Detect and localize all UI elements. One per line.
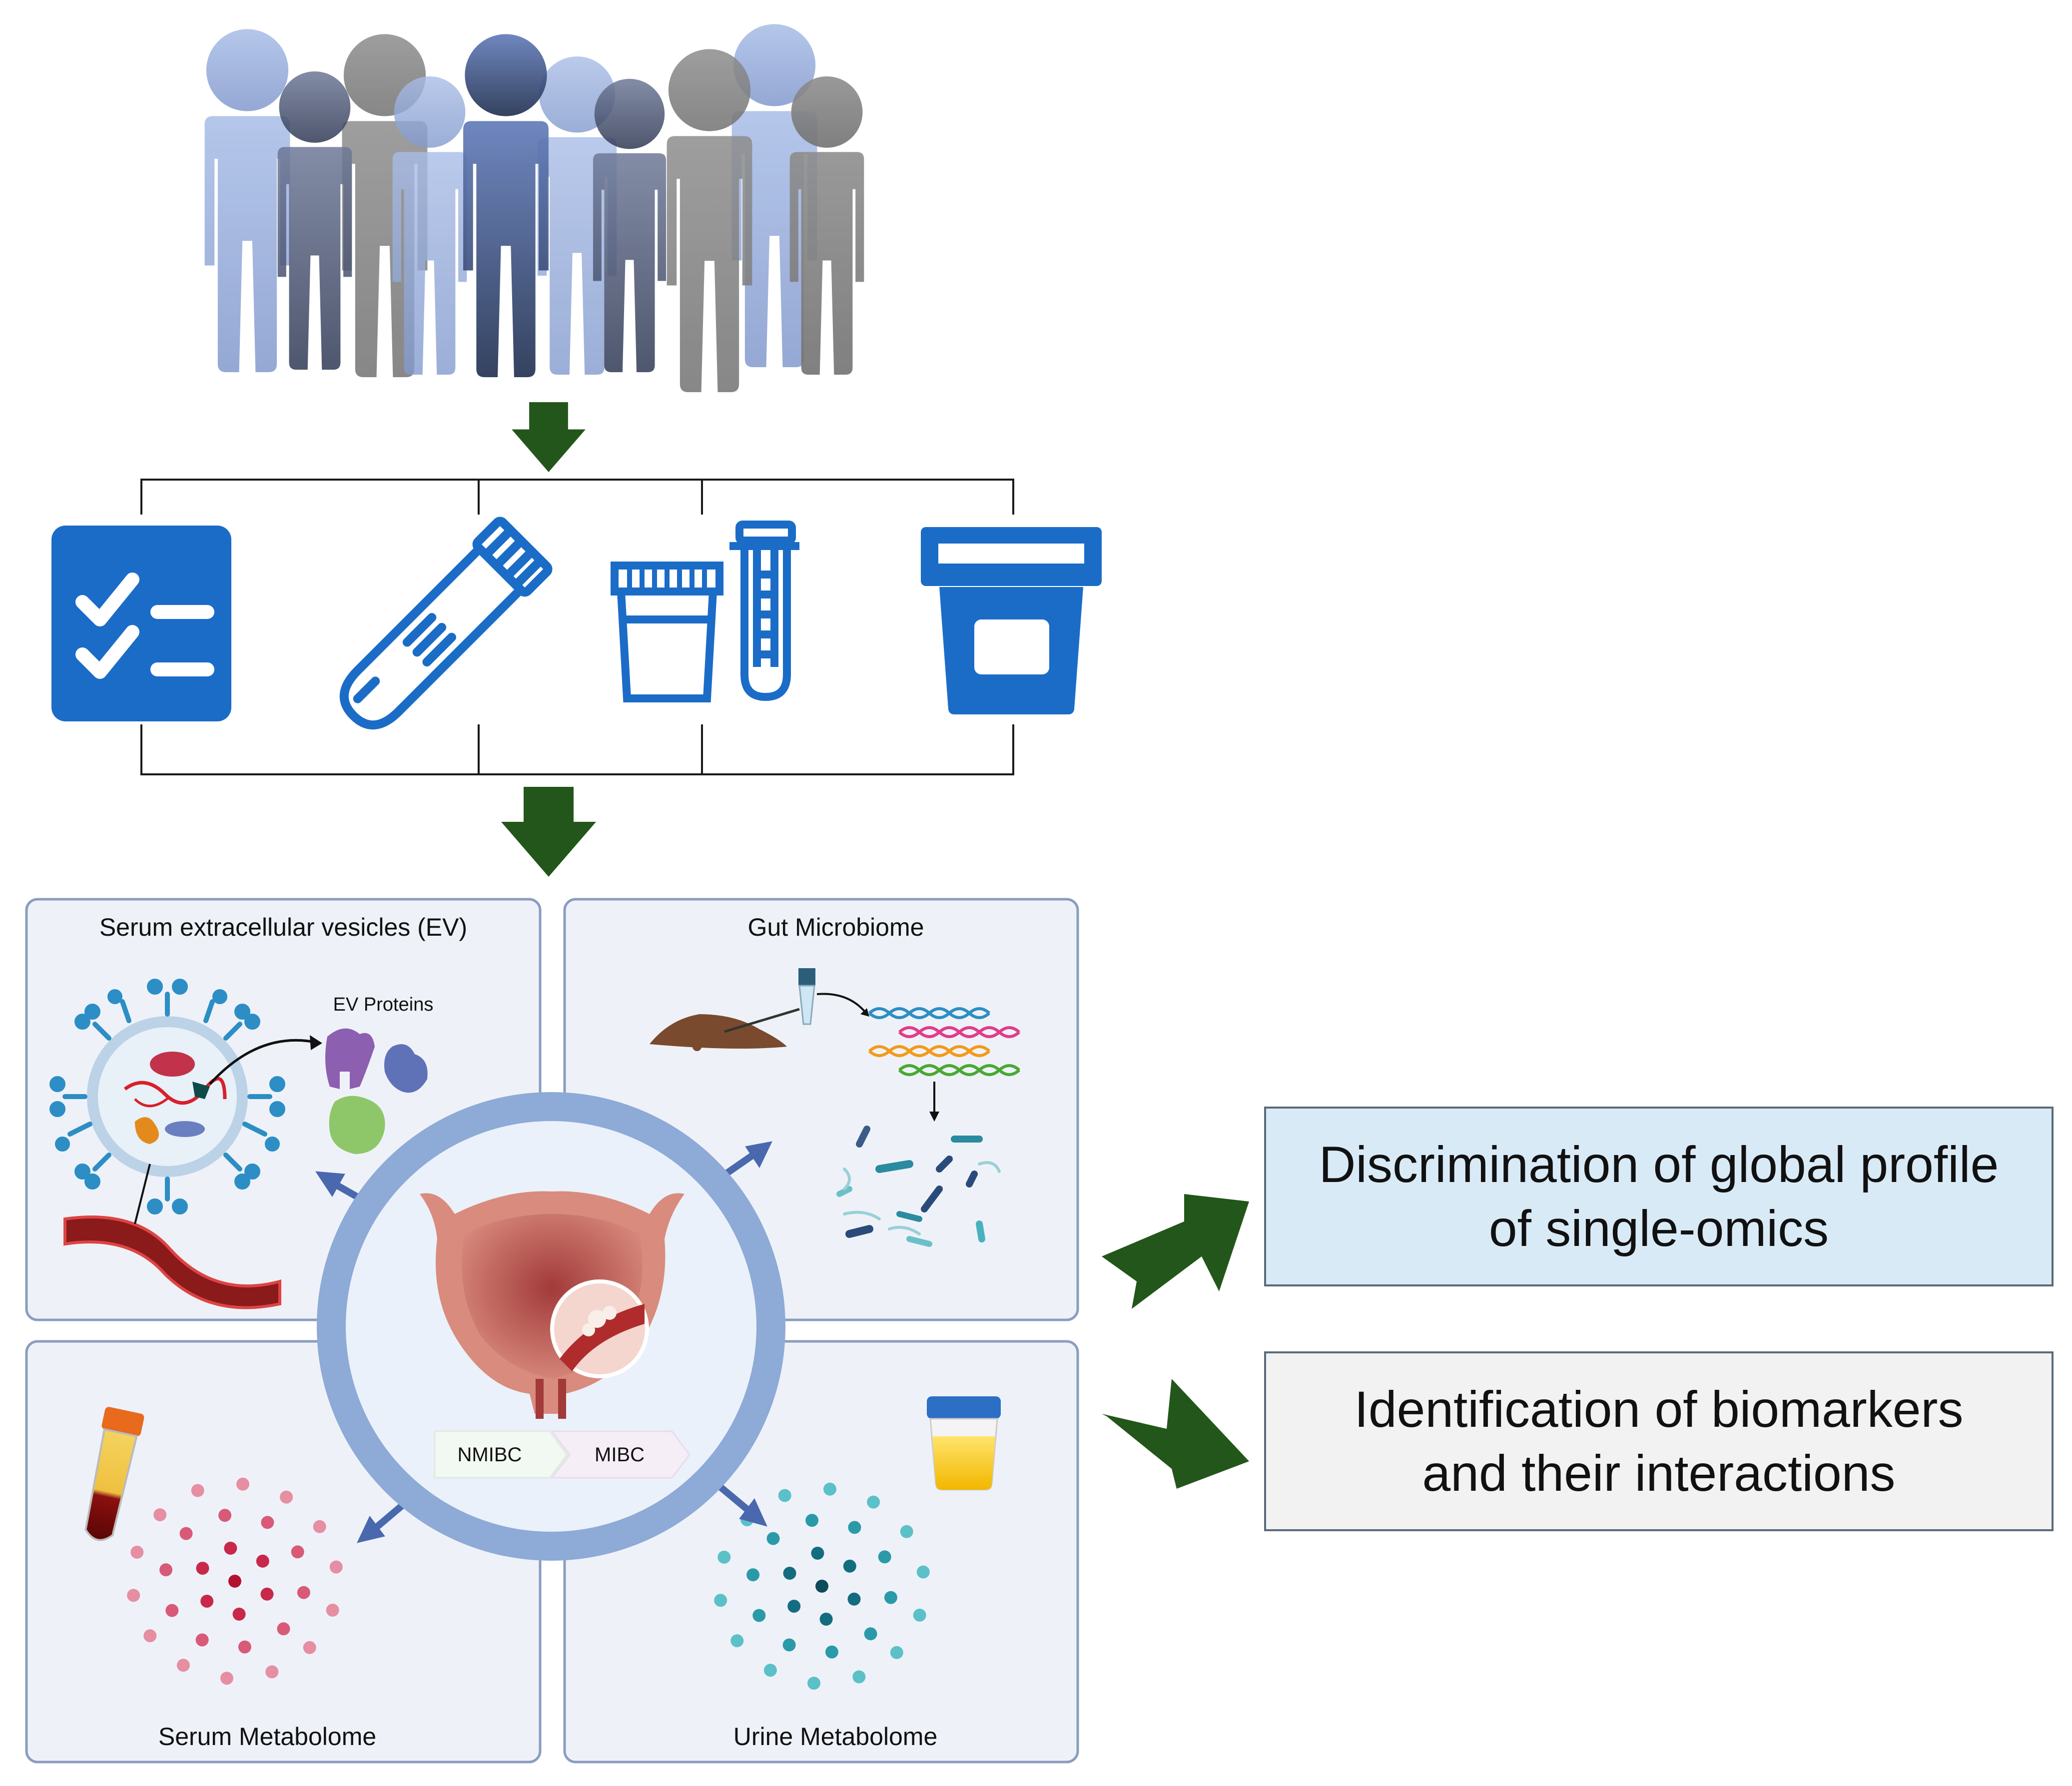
blood-tube-icon — [339, 517, 553, 730]
metabolite-dot — [236, 1477, 249, 1491]
extracellular-vesicle-icon — [49, 979, 322, 1214]
metabolite-dot — [261, 1516, 274, 1529]
metabolite-dot — [326, 1604, 339, 1617]
checklist-icon — [51, 526, 231, 721]
metabolite-dot — [763, 1664, 777, 1677]
stool-sample-icon — [650, 1008, 800, 1051]
metabolite-dot — [717, 1551, 731, 1564]
down-arrow-icon — [512, 402, 586, 472]
metabolite-dot — [218, 1509, 232, 1522]
metabolite-dot — [783, 1567, 796, 1580]
panel-title-serum-ev: Serum extracellular vesicles (EV) — [99, 913, 467, 941]
ev-proteins-label: EV Proteins — [333, 994, 434, 1015]
dna-strands-icon — [868, 1007, 1021, 1076]
result2-line1: Identification of biomarkers — [1354, 1381, 1964, 1438]
metabolite-dot — [805, 1514, 819, 1527]
stage-label-mibc: MIBC — [595, 1444, 645, 1466]
metabolite-dot — [807, 1677, 820, 1690]
metabolite-dot — [280, 1490, 293, 1504]
metabolite-dot — [746, 1568, 760, 1582]
metabolite-dot — [256, 1554, 269, 1568]
metabolite-dot — [303, 1641, 316, 1654]
metabolite-dot — [165, 1604, 179, 1617]
result-arrows — [1102, 1194, 1249, 1489]
metabolite-dot — [277, 1622, 290, 1636]
metabolite-dot — [195, 1633, 209, 1647]
metabolite-dot — [823, 1482, 836, 1496]
metabolite-dot — [782, 1638, 796, 1652]
metabolite-dot — [232, 1608, 246, 1621]
urine-cup-icon — [927, 1396, 1001, 1491]
branch-lines — [140, 479, 1014, 775]
panel-title-gut: Gut Microbiome — [748, 913, 924, 941]
metabolite-dot — [878, 1550, 891, 1564]
metabolite-dot — [843, 1559, 856, 1573]
urine-cup-and-rack-icon — [611, 521, 799, 702]
metabolite-dot — [313, 1520, 326, 1533]
metabolite-dot — [913, 1609, 926, 1622]
result-box-discrimination: Discrimination of global profile of sing… — [1264, 1107, 2054, 1286]
metabolite-dot — [191, 1484, 204, 1497]
metabolite-dot — [297, 1586, 310, 1599]
metabolite-dot — [787, 1600, 801, 1613]
bladder-icon — [420, 1191, 685, 1419]
down-arrow-icon — [501, 787, 596, 877]
metabolite-dot — [291, 1545, 304, 1559]
serum-metabolite-dots — [127, 1477, 343, 1685]
people-group-icon — [204, 24, 864, 392]
metabolite-dot — [890, 1646, 903, 1659]
metabolite-dot — [220, 1672, 233, 1685]
result-arrow-2-icon — [1102, 1379, 1249, 1489]
metabolite-dot — [228, 1575, 241, 1588]
blood-vessel-icon — [63, 1215, 281, 1309]
stage-label-nmibc: NMIBC — [458, 1444, 522, 1466]
metabolite-dot — [752, 1609, 766, 1622]
metabolite-dot — [819, 1613, 833, 1626]
result2-line2: and their interactions — [1422, 1445, 1896, 1502]
metabolite-dot — [730, 1634, 744, 1648]
metabolite-dot — [867, 1495, 880, 1509]
metabolite-dot — [900, 1525, 913, 1538]
metabolite-dot — [238, 1640, 251, 1654]
metabolite-dot — [329, 1560, 343, 1574]
result-arrow-1-icon — [1102, 1194, 1249, 1309]
metabolite-dot — [848, 1521, 861, 1534]
specimen-container-icon — [921, 527, 1102, 714]
metabolite-dot — [811, 1547, 824, 1560]
metabolite-dot — [224, 1542, 237, 1555]
panel-title-serum-metabolome: Serum Metabolome — [158, 1723, 376, 1751]
sample-tube-icon — [798, 968, 869, 1025]
result1-line1: Discrimination of global profile — [1319, 1136, 1999, 1193]
metabolite-dot — [825, 1645, 838, 1659]
metabolite-dot — [852, 1670, 866, 1684]
panel-title-urine-metabolome: Urine Metabolome — [733, 1723, 938, 1751]
ev-proteins-icon — [325, 1028, 428, 1154]
metabolite-dot — [153, 1508, 167, 1522]
metabolite-dot — [265, 1665, 279, 1679]
result-box-biomarkers: Identification of biomarkers and their i… — [1264, 1351, 2054, 1531]
metabolite-dot — [176, 1659, 190, 1672]
metabolite-dot — [130, 1546, 144, 1559]
metabolite-dot — [143, 1629, 157, 1643]
bacteria-icon — [836, 1126, 1001, 1247]
metabolite-dot — [864, 1627, 877, 1641]
metabolite-dot — [916, 1565, 930, 1579]
stage-chevrons: NMIBC MIBC — [434, 1430, 691, 1479]
metabolite-dot — [714, 1594, 727, 1607]
metabolite-dot — [196, 1562, 209, 1575]
metabolite-dot — [847, 1592, 861, 1606]
metabolite-dot — [260, 1587, 274, 1601]
result1-line2: of single-omics — [1488, 1200, 1829, 1257]
metabolite-dot — [778, 1489, 791, 1502]
metabolite-dot — [766, 1532, 780, 1545]
metabolite-dot — [815, 1580, 828, 1593]
metabolite-dot — [159, 1563, 173, 1577]
serum-tube-icon — [84, 1407, 144, 1541]
metabolite-dot — [127, 1589, 140, 1602]
metabolite-dot — [884, 1591, 897, 1604]
metabolite-dot — [179, 1527, 193, 1540]
metabolite-dot — [200, 1595, 214, 1608]
